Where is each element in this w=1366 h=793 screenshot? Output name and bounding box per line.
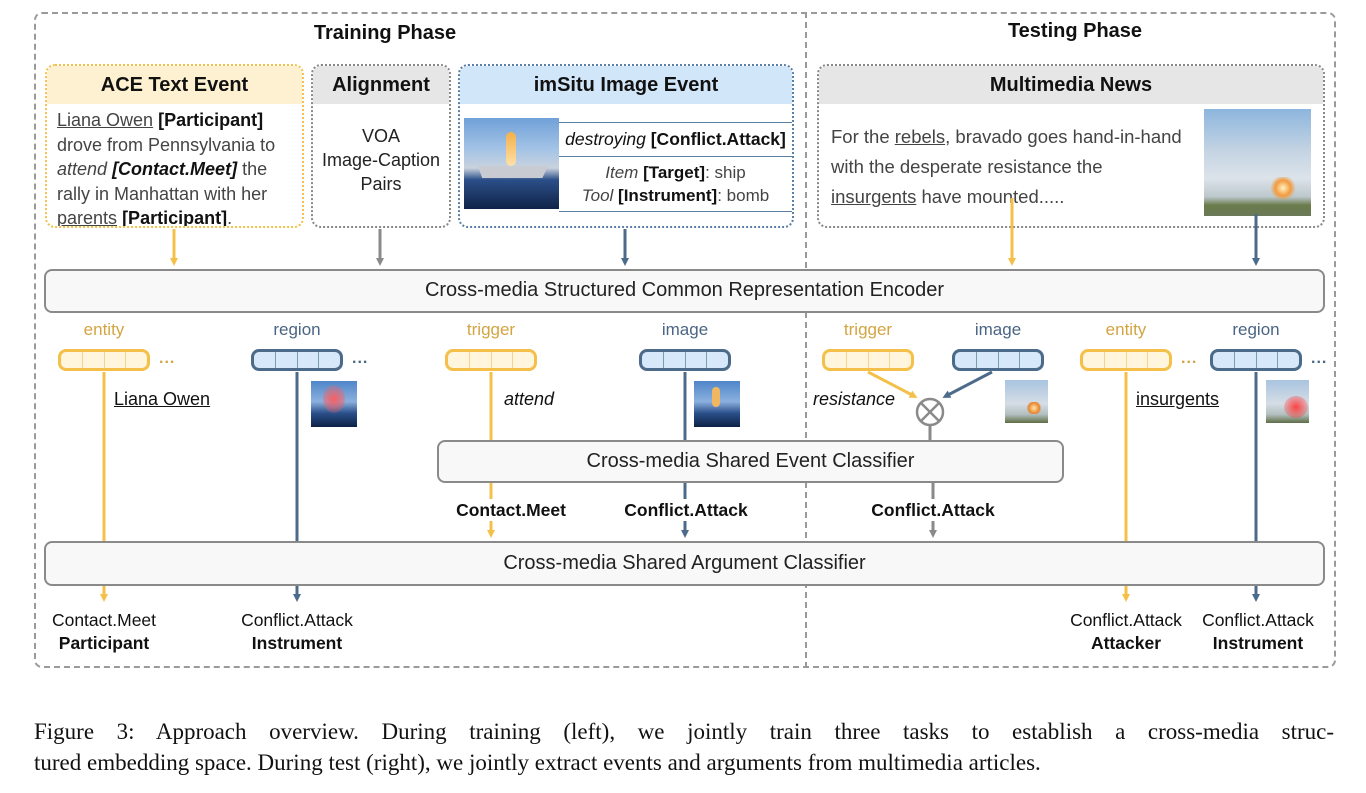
situation-roles-row: Item [Target]: ship Tool [Instrument]: b… <box>559 157 792 212</box>
testing-phase-title: Testing Phase <box>1007 20 1143 42</box>
event-output-test-conflict-attack: Conflict.Attack <box>871 500 995 520</box>
label-trigger: trigger <box>466 320 516 339</box>
trigger-attend: attend <box>57 159 108 179</box>
role-tool: Tool <box>581 186 614 205</box>
arg-out-2-role: Instrument <box>251 633 343 653</box>
news-text-c: have mounted..... <box>916 186 1065 207</box>
role-instrument: [Instrument] <box>618 186 718 205</box>
arg-out-2-event: Conflict.Attack <box>241 610 353 630</box>
test-entity-vector <box>1080 349 1172 371</box>
news-text-b: , bravado goes hand-in-hand with the des… <box>831 126 1182 177</box>
situation-table: destroying [Conflict.Attack] Item [Targe… <box>559 122 792 212</box>
role-item: Item <box>605 163 639 182</box>
arrow-image-to-fusion <box>942 370 993 398</box>
explosion-image-thumbnail <box>1005 380 1048 423</box>
news-text: For the rebels, bravado goes hand-in-han… <box>831 122 1191 212</box>
explosion-field-photo <box>1204 109 1311 216</box>
event-conflict-attack: [Conflict.Attack] <box>650 129 786 149</box>
entity-ellipsis: ... <box>159 350 176 367</box>
missile-ship-photo <box>464 118 559 209</box>
entity-insurgents: insurgents <box>831 186 917 207</box>
event-output-contact-meet: Contact.Meet <box>456 500 566 520</box>
training-phase-title: Training Phase <box>313 22 457 44</box>
entity-liana-owen: Liana Owen <box>57 110 154 130</box>
test-region-ellipsis: ... <box>1311 350 1328 367</box>
situation-verb-row: destroying [Conflict.Attack] <box>559 123 792 157</box>
value-ship: : ship <box>705 163 746 182</box>
ace-line-3-rest: the <box>237 159 268 179</box>
caption-line-1: Figure 3: Approach overview. During trai… <box>34 719 1334 744</box>
label-test-image: image <box>974 320 1022 339</box>
ace-line-4: rally in Manhattan with her <box>57 183 268 204</box>
test-trigger-vector <box>822 349 914 371</box>
arg-out-3-role: Attacker <box>1090 633 1162 653</box>
argument-classifier-module: Cross-media Shared Argument Classifier <box>44 541 1325 586</box>
ace-sentence: Liana Owen [Participant] drove from Penn… <box>47 104 302 228</box>
alignment-line-3: Pairs <box>360 174 402 194</box>
imsitu-image-event-box: imSitu Image Event destroying [Conflict.… <box>458 64 794 228</box>
arg-out-3-event: Conflict.Attack <box>1070 610 1182 630</box>
arrow-trigger-to-fusion <box>867 370 918 398</box>
multimedia-news-box: Multimedia News For the rebels, bravado … <box>817 64 1325 228</box>
label-image: image <box>661 320 709 339</box>
region-vector <box>251 349 343 371</box>
arg-out-4-event: Conflict.Attack <box>1202 610 1314 630</box>
word-liana-owen: Liana Owen <box>114 389 211 409</box>
arg-out-1-event: Contact.Meet <box>51 610 157 630</box>
event-output-conflict-attack: Conflict.Attack <box>624 500 748 520</box>
label-entity: entity <box>83 320 125 339</box>
fusion-operator-icon <box>915 397 945 427</box>
ship-image-thumbnail <box>694 381 740 427</box>
event-contact-meet: [Contact.Meet] <box>112 159 238 179</box>
news-text-a: For the <box>831 126 895 147</box>
role-participant-2: [Participant] <box>122 208 228 228</box>
argument-output-3: Conflict.Attack Attacker <box>1058 609 1194 655</box>
label-test-trigger: trigger <box>843 320 893 339</box>
event-classifier-module: Cross-media Shared Event Classifier <box>437 440 1064 483</box>
word-insurgents: insurgents <box>1136 389 1220 409</box>
test-image-vector <box>952 349 1044 371</box>
entity-vector <box>58 349 150 371</box>
verb-destroying: destroying <box>565 129 646 149</box>
ace-line-2: drove from Pennsylvania to <box>57 134 276 155</box>
ship-region-thumbnail <box>311 381 357 427</box>
role-target: [Target] <box>643 163 706 182</box>
word-attend: attend <box>504 389 555 409</box>
news-title: Multimedia News <box>819 66 1323 104</box>
encoder-module: Cross-media Structured Common Representa… <box>44 269 1325 313</box>
label-test-region: region <box>1232 320 1280 339</box>
image-vector <box>639 349 731 371</box>
imsitu-title: imSitu Image Event <box>460 66 792 104</box>
argument-output-4: Conflict.Attack Instrument <box>1190 609 1326 655</box>
alignment-line-1: VOA <box>361 126 400 146</box>
explosion-region-thumbnail <box>1266 380 1309 423</box>
entity-parents: parents <box>57 208 118 228</box>
ace-title: ACE Text Event <box>47 66 302 104</box>
test-entity-ellipsis: ... <box>1181 350 1198 367</box>
entity-rebels: rebels <box>894 126 946 147</box>
arg-out-4-role: Instrument <box>1212 633 1304 653</box>
ace-period: . <box>227 208 233 228</box>
alignment-body: VOA Image-Caption Pairs <box>313 104 449 196</box>
arg-out-1-role: Participant <box>58 633 150 653</box>
alignment-box: Alignment VOA Image-Caption Pairs <box>311 64 451 228</box>
alignment-title: Alignment <box>313 66 449 104</box>
phase-frame <box>34 12 1336 668</box>
region-ellipsis: ... <box>352 350 369 367</box>
label-test-entity: entity <box>1105 320 1147 339</box>
trigger-vector <box>445 349 537 371</box>
argument-output-2: Conflict.Attack Instrument <box>227 609 367 655</box>
test-region-vector <box>1210 349 1302 371</box>
caption-line-2: tured embedding space. During test (righ… <box>34 750 1041 775</box>
word-resistance: resistance <box>813 389 896 409</box>
label-region: region <box>273 320 321 339</box>
argument-output-1: Contact.Meet Participant <box>34 609 174 655</box>
ace-text-event-box: ACE Text Event Liana Owen [Participant] … <box>45 64 304 228</box>
role-participant: [Participant] <box>158 110 264 130</box>
phase-divider <box>805 12 807 668</box>
value-bomb: : bomb <box>717 186 770 205</box>
figure-caption: Figure 3: Approach overview. During trai… <box>34 716 1334 778</box>
alignment-line-2: Image-Caption <box>321 150 441 170</box>
